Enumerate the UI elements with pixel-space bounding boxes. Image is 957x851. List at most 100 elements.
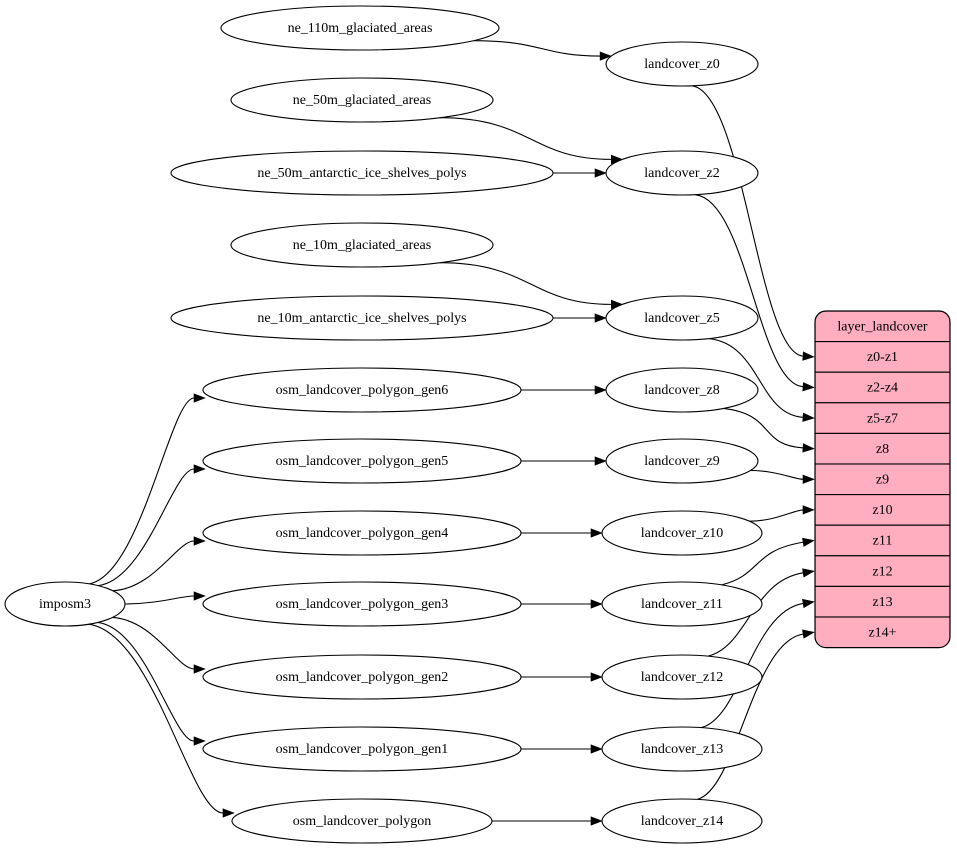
node-label: osm_landcover_polygon_gen6 [276,383,449,398]
graph-edge [473,40,601,57]
graph-edge [88,623,224,814]
edge-arrowhead [193,536,206,546]
table-row-label: z0-z1 [867,350,898,365]
graph-node-landcover_z11[interactable]: landcover_z11 [601,581,763,627]
graph-edge [124,595,195,605]
node-ellipse [202,726,522,772]
graph-node-ne_10m_glaciated_areas[interactable]: ne_10m_glaciated_areas [230,222,494,268]
edge-arrowhead [802,505,815,515]
node-label: ne_10m_glaciated_areas [293,238,431,253]
graph-node-osm_landcover_polygon_gen4[interactable]: osm_landcover_polygon_gen4 [202,510,522,556]
node-label: ne_50m_glaciated_areas [293,93,431,108]
edge-arrowhead [599,51,612,61]
node-label: landcover_z2 [644,166,719,181]
table-row-label: z13 [872,595,892,610]
edge-arrowhead [802,629,815,639]
graph-node-landcover_z10[interactable]: landcover_z10 [601,510,763,556]
graph-node-ne_110m_glaciated_areas[interactable]: ne_110m_glaciated_areas [220,5,500,51]
table-row-label: z2-z4 [867,381,898,396]
graph-node-imposm3[interactable]: imposm3 [4,581,126,627]
edge-arrowhead [802,351,815,361]
edge-arrowhead [802,537,815,547]
graph-edge [112,616,195,670]
table-row-label: z14+ [868,626,896,641]
edge-arrowhead [193,393,206,403]
graph-node-landcover_z2[interactable]: landcover_z2 [605,150,759,196]
edge-arrowhead [590,816,603,826]
graph-edge [721,541,804,586]
node-ellipse [202,438,522,484]
table-row-cell[interactable] [815,494,950,526]
edge-arrowhead [802,412,815,422]
edge-arrowhead [594,385,607,395]
graph-node-landcover_z12[interactable]: landcover_z12 [601,654,763,700]
table-row-label: z5-z7 [867,411,898,426]
node-label: osm_landcover_polygon_gen3 [276,597,449,612]
graph-edge [439,262,612,305]
table-row-label: z11 [873,534,893,549]
edge-arrowhead [193,736,206,746]
table-outline [814,310,951,649]
graph-node-landcover_z0[interactable]: landcover_z0 [605,41,759,87]
node-ellipse [601,581,763,627]
graph-node-osm_landcover_polygon_gen1[interactable]: osm_landcover_polygon_gen1 [202,726,522,772]
edges-layer [88,40,815,826]
graph-edge [696,633,804,800]
node-label: landcover_z8 [644,383,719,398]
table-row-cell[interactable] [815,402,950,434]
edge-arrowhead [802,382,815,392]
node-ellipse [605,367,759,413]
node-ellipse [601,726,763,772]
table-row-label: z8 [876,442,889,457]
node-label: osm_landcover_polygon_gen5 [276,454,449,469]
node-label: landcover_z14 [641,814,723,829]
table-row-label: z12 [872,564,892,579]
node-label: landcover_z13 [641,742,723,757]
graph-edge [723,407,804,449]
graph-edge [691,85,804,357]
graph-edge [695,194,804,388]
node-ellipse [202,367,522,413]
graph-node-osm_landcover_polygon_gen6[interactable]: osm_landcover_polygon_gen6 [202,367,522,413]
edge-arrowhead [590,744,603,754]
node-label: landcover_z12 [641,670,723,685]
graph-node-osm_landcover_polygon_gen3[interactable]: osm_landcover_polygon_gen3 [202,581,522,627]
edge-arrowhead [802,568,815,578]
node-ellipse [605,438,759,484]
graph-node-landcover_z9[interactable]: landcover_z9 [605,438,759,484]
node-label: landcover_z10 [641,526,723,541]
table-row-label: z10 [872,503,892,518]
table-row-cell[interactable] [815,585,950,618]
table-row-label: z9 [876,473,889,488]
node-label: osm_landcover_polygon_gen2 [276,670,449,685]
node-label: osm_landcover_polygon [293,814,431,829]
graph-node-landcover_z8[interactable]: landcover_z8 [605,367,759,413]
graph-node-ne_50m_antarctic_ice_shelves_polys[interactable]: ne_50m_antarctic_ice_shelves_polys [170,150,554,196]
graph-node-ne_10m_antarctic_ice_shelves_polys[interactable]: ne_10m_antarctic_ice_shelves_polys [170,295,554,341]
node-ellipse [4,581,126,627]
layer-landcover-table: layer_landcoverz0-z1z2-z4z5-z7z8z9z10z11… [814,310,951,649]
edge-arrowhead [590,599,603,609]
edge-arrowhead [594,456,607,466]
node-label: landcover_z11 [641,597,723,612]
graph-node-landcover_z13[interactable]: landcover_z13 [601,726,763,772]
table-row-cell[interactable] [815,341,950,373]
table-row-cell[interactable] [815,463,950,496]
node-label: landcover_z0 [644,57,719,72]
edge-arrowhead [802,443,815,453]
graph-node-ne_50m_glaciated_areas[interactable]: ne_50m_glaciated_areas [230,77,494,123]
graph-node-landcover_z14[interactable]: landcover_z14 [601,798,763,844]
edge-arrowhead [802,598,815,609]
graph-node-landcover_z5[interactable]: landcover_z5 [605,295,759,341]
node-ellipse [220,5,500,51]
node-ellipse [230,222,494,268]
node-ellipse [170,295,554,341]
node-label: osm_landcover_polygon_gen1 [276,742,449,757]
edge-arrowhead [802,474,815,484]
graph-node-osm_landcover_polygon_gen2[interactable]: osm_landcover_polygon_gen2 [202,654,522,700]
node-label: ne_50m_antarctic_ice_shelves_polys [257,166,466,181]
graph-node-osm_landcover_polygon_gen5[interactable]: osm_landcover_polygon_gen5 [202,438,522,484]
node-ellipse [202,654,522,700]
graph-node-osm_landcover_polygon[interactable]: osm_landcover_polygon [231,798,493,844]
